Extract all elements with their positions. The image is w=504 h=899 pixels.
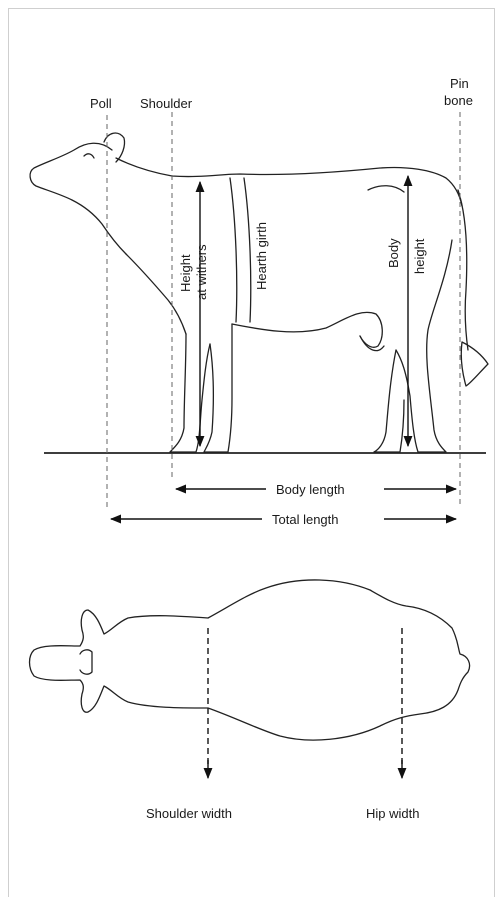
label-height-at-withers-1: Height (178, 254, 193, 292)
cow-front-leg-2 (204, 324, 232, 452)
label-pin-bone-1: Pin (450, 76, 469, 91)
label-poll: Poll (90, 96, 112, 111)
label-hip-width: Hip width (366, 806, 419, 821)
label-pin-bone-2: bone (444, 93, 473, 108)
label-body-height-1: Body (386, 238, 401, 268)
cow-head-outline (30, 143, 126, 254)
cow-hind-leg (374, 350, 404, 452)
cow-brisket (126, 254, 186, 334)
cow-top-view (30, 580, 470, 740)
label-heart-girth: Hearth girth (254, 222, 269, 290)
label-height-at-withers-2: at withers (194, 244, 209, 300)
label-shoulder: Shoulder (140, 96, 193, 111)
cow-side-view (30, 133, 488, 452)
label-shoulder-width: Shoulder width (146, 806, 232, 821)
cow-hip-contour (368, 186, 404, 192)
cow-eye (84, 154, 94, 158)
cow-tail-switch (461, 342, 488, 386)
cow-top-outline (30, 580, 470, 740)
label-body-length: Body length (276, 482, 345, 497)
label-body-height-2: height (412, 238, 427, 274)
cow-topline (116, 158, 462, 206)
cow-front-leg-1 (170, 334, 210, 452)
heart-girth-band (230, 178, 251, 322)
cow-belly (232, 312, 382, 347)
cow-top-ear-mark (80, 650, 92, 674)
label-total-length: Total length (272, 512, 339, 527)
